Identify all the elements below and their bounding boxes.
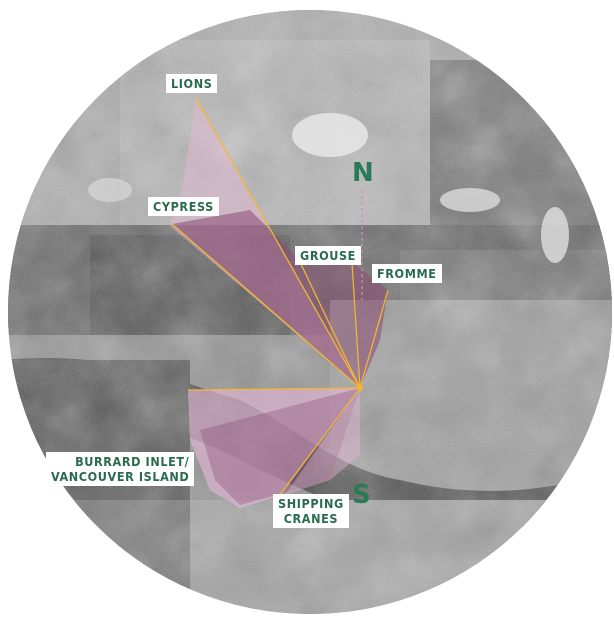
sightline-grouse xyxy=(351,261,361,389)
label-fromme: FROMME xyxy=(372,264,442,283)
label-shipping-cranes: SHIPPING CRANES xyxy=(273,494,349,528)
sector-burrard-inlet xyxy=(188,388,360,508)
viewpoint-marker xyxy=(357,385,363,391)
sight-lines xyxy=(171,97,389,501)
sightline-burrard-top xyxy=(187,387,361,391)
label-cypress: CYPRESS xyxy=(148,197,219,216)
sightline-cypress-left xyxy=(171,223,361,389)
compass-south: S xyxy=(352,480,371,510)
sector-cypress xyxy=(172,210,360,388)
sector-fromme xyxy=(352,262,388,388)
sector-shipping-cranes xyxy=(285,388,360,495)
compass-north: N xyxy=(352,158,374,188)
label-lions: LIONS xyxy=(166,74,218,93)
label-grouse: GROUSE xyxy=(295,246,361,265)
label-burrard-inlet: BURRARD INLET/ VANCOUVER ISLAND xyxy=(46,452,195,486)
sightline-lions-left xyxy=(195,97,361,389)
sector-burrard-inner xyxy=(200,388,360,505)
sightline-cypress-right xyxy=(299,261,361,389)
sightline-shipping xyxy=(275,387,361,501)
sightline-fromme xyxy=(359,289,389,389)
